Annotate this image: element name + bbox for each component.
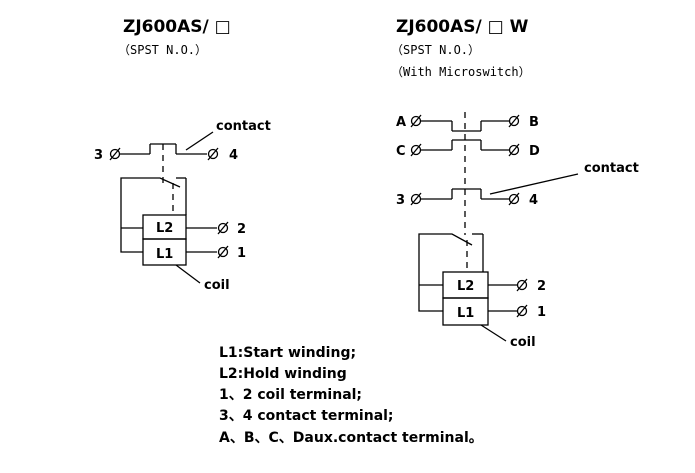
- left-l1-label: L1: [156, 247, 173, 262]
- left-l2-label: L2: [156, 221, 173, 236]
- left-terminal-2: [217, 222, 229, 234]
- left-subtitle: （SPST N.O.）: [118, 43, 207, 57]
- right-diagram: ZJ600AS/ □ W （SPST N.O.） （With Microswit…: [391, 17, 639, 350]
- legend-line-1: L1:Start winding;: [219, 345, 356, 361]
- legend-line-2: L2:Hold winding: [219, 366, 347, 382]
- left-terminal-1: [217, 246, 229, 258]
- left-contact-label: contact: [216, 119, 271, 134]
- right-title: ZJ600AS/ □ W: [396, 17, 529, 37]
- right-terminal-d: [508, 144, 520, 156]
- right-coil-label: coil: [510, 335, 536, 350]
- left-terminal-4-label: 4: [229, 148, 238, 163]
- right-terminal-1: [516, 305, 528, 317]
- right-terminal-c-label: C: [396, 144, 406, 159]
- right-terminal-b-label: B: [529, 115, 539, 130]
- left-terminal-1-label: 1: [237, 246, 246, 261]
- left-title: ZJ600AS/ □: [123, 17, 231, 37]
- left-terminal-2-label: 2: [237, 222, 246, 237]
- right-terminal-d-label: D: [529, 144, 540, 159]
- right-terminal-3: [410, 193, 422, 205]
- right-terminal-2-label: 2: [537, 279, 546, 294]
- right-terminal-4-label: 4: [529, 193, 538, 208]
- right-terminal-a: [410, 115, 422, 127]
- legend: L1:Start winding; L2:Hold winding 1、2 co…: [219, 345, 483, 446]
- right-subtitle: （SPST N.O.）: [391, 43, 480, 57]
- right-contact-label: contact: [584, 161, 639, 176]
- left-terminal-4: [207, 148, 219, 160]
- left-terminal-3: [109, 148, 121, 160]
- right-l1-label: L1: [457, 306, 474, 321]
- right-terminal-3-label: 3: [396, 193, 405, 208]
- right-terminal-2: [516, 279, 528, 291]
- right-subtitle-2: （With Microswitch）: [391, 65, 531, 79]
- left-diagram: ZJ600AS/ □ （SPST N.O.） 3 4 contact L2 L1: [94, 17, 271, 293]
- legend-line-4: 3、4 contact terminal;: [219, 408, 394, 424]
- right-terminal-a-label: A: [396, 115, 406, 130]
- right-terminal-4: [508, 193, 520, 205]
- right-terminal-b: [508, 115, 520, 127]
- legend-line-5: A、B、C、Daux.contact terminal。: [219, 430, 483, 446]
- left-coil-label: coil: [204, 278, 230, 293]
- legend-line-3: 1、2 coil terminal;: [219, 387, 362, 403]
- right-l2-label: L2: [457, 279, 474, 294]
- right-terminal-c: [410, 144, 422, 156]
- left-terminal-3-label: 3: [94, 148, 103, 163]
- right-terminal-1-label: 1: [537, 305, 546, 320]
